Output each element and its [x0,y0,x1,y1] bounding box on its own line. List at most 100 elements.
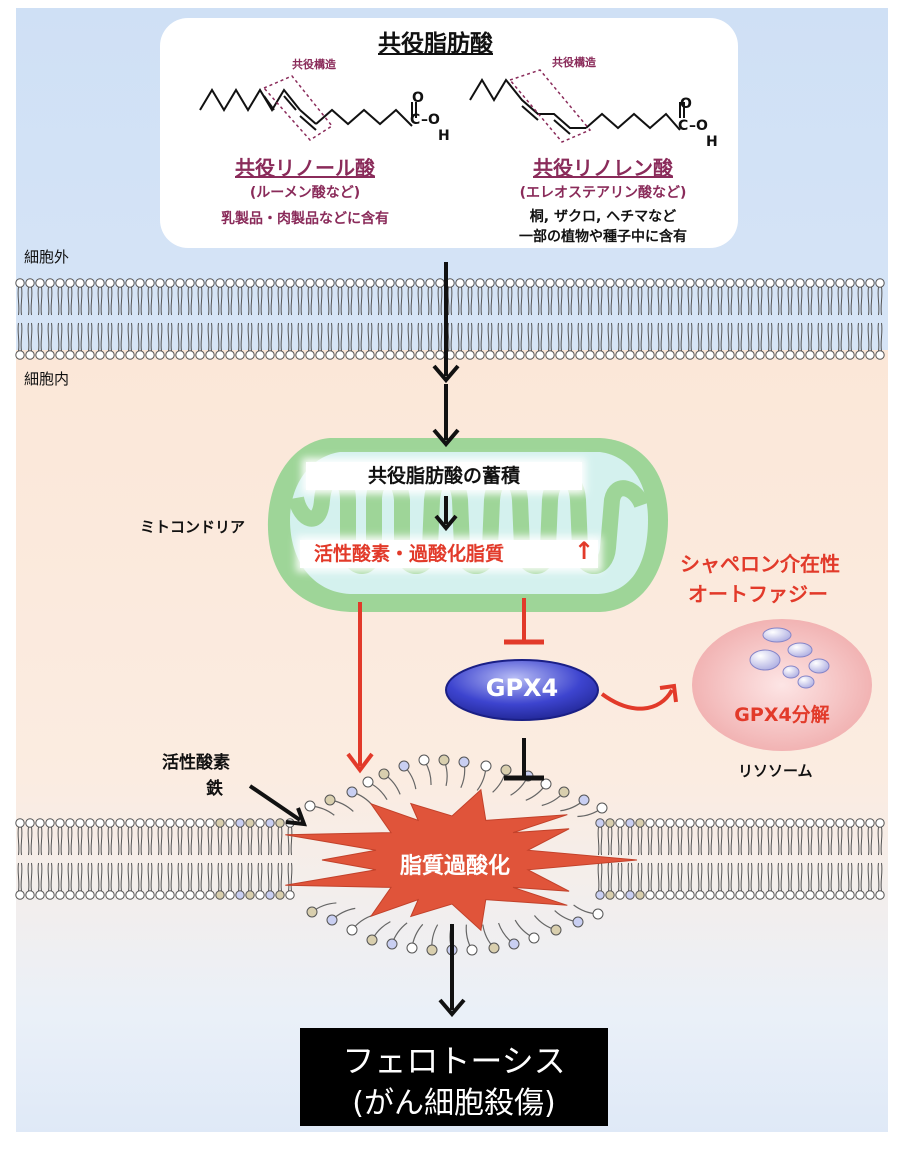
lipid-head [115,890,125,900]
lipid-head [215,890,225,900]
lipid-head [495,350,505,360]
lipid-head [765,818,775,828]
lipid-head [595,818,605,828]
increase-arrow: ↑ [574,537,595,565]
lipid-head [775,818,785,828]
lipid-head [105,890,115,900]
lipid-head [285,890,295,900]
lipid-head [185,350,195,360]
lipid-head [325,278,335,288]
lipid-head [225,278,235,288]
lipid-head [95,350,105,360]
lipid-head [865,350,875,360]
lipid-head [165,350,175,360]
lipid-head [25,818,35,828]
lipid-head [725,818,735,828]
lipid-head [406,942,418,954]
lipid-head [635,350,645,360]
lipid-head [572,916,584,928]
conjugated-linoleic-acid-name: 共役リノール酸 [235,156,375,180]
lipid-head [135,890,145,900]
lipid-head [125,818,135,828]
lipid-head [215,350,225,360]
lipid-head [105,350,115,360]
lipid-head [815,890,825,900]
lipid-head [315,350,325,360]
lysosome-label: リソソーム [738,762,813,780]
lipid-head [465,278,475,288]
lipid-head [795,818,805,828]
lipid-head [755,818,765,828]
lipid-peroxidation-burst [285,788,638,932]
lipid-head [235,350,245,360]
lipid-head [415,350,425,360]
lipid-head [665,890,675,900]
lipid-head [625,818,635,828]
lipid-head [275,350,285,360]
lipid-head [615,890,625,900]
lipid-head [305,350,315,360]
lipid-head [155,278,165,288]
lipid-head [15,818,25,828]
lipid-head [615,350,625,360]
lipid-head [405,278,415,288]
lipid-head [225,890,235,900]
lipid-head [675,818,685,828]
intracellular-label: 細胞内 [24,370,70,388]
lipid-head [528,932,540,944]
lipid-head [705,890,715,900]
lipid-head [835,350,845,360]
lipid-head [805,818,815,828]
lipid-head [145,890,155,900]
lipid-head [306,906,318,918]
lipid-head [595,350,605,360]
lipid-head [25,350,35,360]
lipid-head [335,278,345,288]
lipid-head [125,278,135,288]
lipid-head [705,818,715,828]
lipid-head [745,278,755,288]
lipid-head [335,350,345,360]
lipid-head [195,350,205,360]
lipid-head [315,278,325,288]
lipid-head [185,818,195,828]
lipid-head [205,350,215,360]
lipid-head [324,794,336,806]
lipid-head [675,350,685,360]
lipid-head [550,924,562,936]
conjugated-linolenic-acid-structure [469,78,685,135]
lipid-head [438,754,450,766]
cancer-cell-killing-label: (がん細胞殺傷) [352,1086,556,1121]
lipid-head [865,818,875,828]
lipid-head [585,278,595,288]
lipid-head [685,818,695,828]
lipid-head [304,800,316,812]
ros-iron-arrowhead [285,807,308,827]
lipid-head [455,278,465,288]
lipid-head [365,350,375,360]
lipid-head [135,350,145,360]
conjugated-region-marker [262,75,334,141]
lipid-head [75,350,85,360]
lipid-head [205,278,215,288]
lipid-head [145,278,155,288]
lipid-head [735,890,745,900]
lipid-head [155,890,165,900]
lipid-head [326,914,338,926]
lipid-head [185,278,195,288]
iron-label: 鉄 [206,779,223,799]
fatty-acid-panel-box [160,18,738,248]
lipid-peroxidation-label: 脂質過酸化 [399,854,510,879]
extracellular-label: 細胞外 [24,248,70,266]
lipid-head [625,350,635,360]
lipid-head [805,278,815,288]
lipid-head [458,756,470,768]
lipid-head [435,278,445,288]
lipid-head [245,890,255,900]
lipid-head [175,278,185,288]
lipid-head [95,890,105,900]
lipid-head [500,764,512,776]
lipid-head [175,890,185,900]
lipid-head [725,350,735,360]
vesicle [762,627,792,643]
